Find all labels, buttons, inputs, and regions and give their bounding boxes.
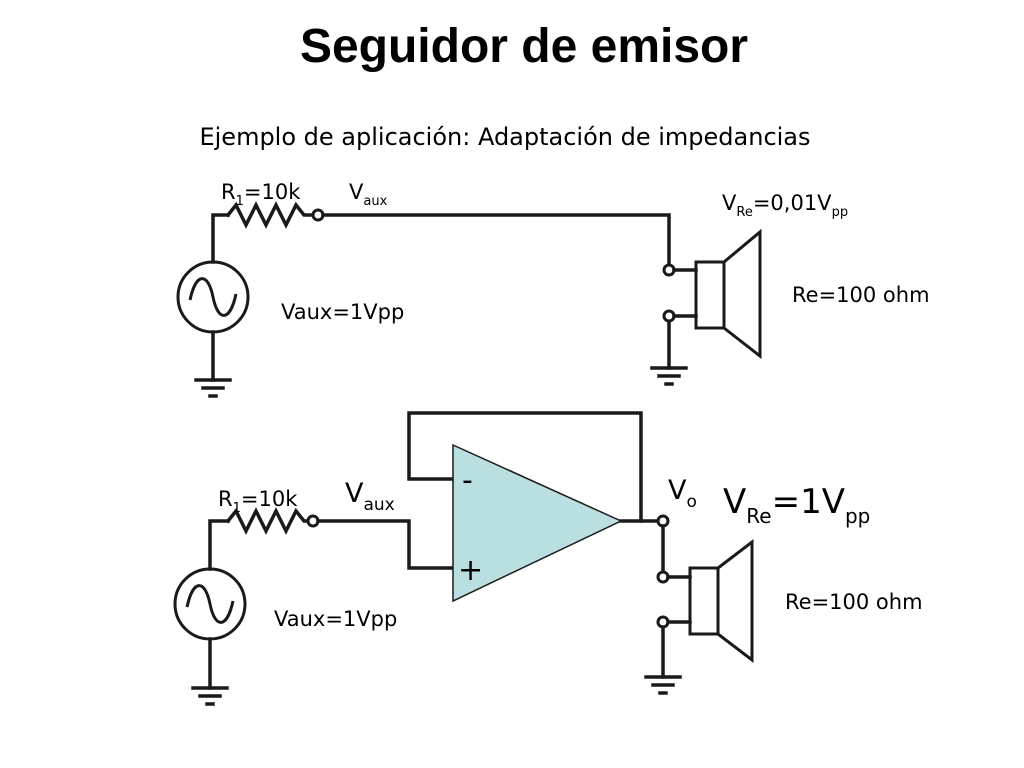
circuit-top: R1=10k Vaux VRe=0,01Vpp Vaux=1Vpp Re=100…: [176, 180, 930, 398]
source-label-top: Vaux=1Vpp: [281, 300, 404, 324]
vre-label-top: VRe=0,01Vpp: [722, 191, 848, 220]
load-label-top: Re=100 ohm: [792, 283, 930, 307]
vre-label-bottom: VRe=1Vpp: [723, 482, 870, 528]
resistor-label-bottom: R1=10k: [218, 487, 298, 516]
sine-wave-icon: [185, 584, 235, 624]
slide-subtitle: Ejemplo de aplicación: Adaptación de imp…: [199, 123, 810, 151]
opamp-plus-sign: +: [458, 553, 483, 588]
sine-wave-icon: [188, 277, 238, 317]
ground-icon: [644, 675, 682, 695]
ac-source-top: [176, 260, 250, 334]
speaker-icon: [688, 538, 754, 664]
resistor-r1-top: [225, 201, 315, 229]
opamp-minus-sign: -: [462, 463, 473, 498]
vo-label: Vo: [668, 475, 697, 512]
resistor-r1-bottom: [225, 507, 310, 535]
ground-icon: [650, 366, 688, 386]
vaux-label-top: Vaux: [349, 180, 388, 209]
load-label-bottom: Re=100 ohm: [785, 590, 923, 614]
source-label-bottom: Vaux=1Vpp: [274, 607, 397, 631]
resistor-label-top: R1=10k: [221, 180, 301, 209]
speaker-icon: [694, 228, 762, 360]
slide-title: Seguidor de emisor: [300, 20, 748, 73]
ground-icon: [191, 686, 229, 706]
circuit-bottom: - + R1=10k Vaux Vo VRe=1Vpp Vaux=1Vpp Re…: [173, 411, 923, 706]
opamp: - +: [452, 443, 623, 603]
ground-icon: [194, 378, 232, 398]
vaux-label-bottom: Vaux: [345, 478, 395, 515]
ac-source-bottom: [173, 567, 247, 641]
